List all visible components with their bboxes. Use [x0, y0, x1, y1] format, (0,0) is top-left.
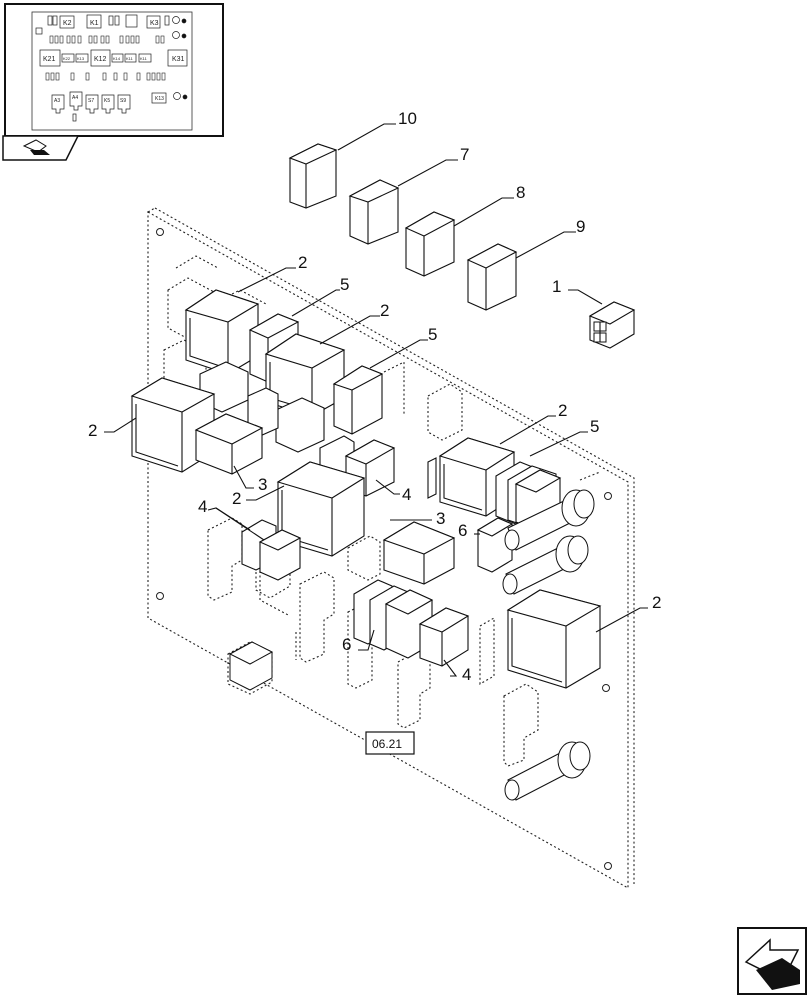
thumbnail-tab-icon[interactable]	[22, 139, 50, 155]
thumbnail-row-3	[39, 49, 188, 67]
thumbnail-row-1	[35, 14, 187, 39]
thumb-bottom-6: K13	[155, 96, 164, 102]
thumbnail-panel[interactable]: K2 K1 K3 K21 K12 K31 K22 K13 K14 K11	[2, 3, 224, 161]
relay-5-middle[interactable]	[332, 365, 384, 435]
reference-box[interactable]: 06.21	[365, 731, 415, 755]
relay-6-right[interactable]	[476, 517, 514, 573]
callout-9[interactable]: 9	[576, 217, 585, 236]
part-8-relay[interactable]	[404, 211, 456, 277]
callout-4-middle[interactable]: 4	[402, 485, 411, 504]
stud-bottom[interactable]	[504, 741, 591, 801]
thumb-tiny-4: K11	[126, 56, 134, 61]
thumbnail-row-5	[51, 91, 188, 122]
callout-3-center[interactable]: 3	[436, 509, 445, 528]
thumb-label-k3: K3	[150, 20, 159, 27]
thumb-label-k1: K1	[90, 20, 99, 27]
callouts: 10 7 8 9 1 2 5 2 5 2 2 5 3 2 4 4 3 6 6 4…	[88, 109, 661, 684]
callout-5-middle[interactable]: 5	[428, 325, 437, 344]
thumb-bottom-4: K5	[104, 98, 110, 104]
thumb-bottom-5: S9	[120, 98, 126, 104]
thumbnail-row-4	[45, 72, 166, 81]
callout-8[interactable]: 8	[516, 183, 525, 202]
callout-5-right[interactable]: 5	[590, 417, 599, 436]
callout-4-lower[interactable]: 4	[462, 665, 471, 684]
relay-4-left-pair[interactable]	[241, 519, 302, 581]
callout-7[interactable]: 7	[460, 145, 469, 164]
stud-lower[interactable]	[502, 535, 589, 595]
callout-6-right[interactable]: 6	[458, 521, 467, 540]
stud-upper[interactable]	[504, 489, 595, 551]
mounting-plate	[147, 207, 635, 889]
thumb-bottom-3: S7	[88, 98, 94, 104]
relay-2-center[interactable]	[276, 461, 366, 557]
relay-2-upper[interactable]	[184, 289, 260, 375]
callout-3-left[interactable]: 3	[258, 475, 267, 494]
part-9-relay[interactable]	[466, 243, 518, 311]
thumb-tiny-2: K13	[77, 56, 85, 61]
callout-1[interactable]: 1	[552, 277, 561, 296]
reference-code[interactable]: 06.21	[372, 737, 402, 751]
part-7-relay[interactable]	[348, 179, 400, 245]
part-10-relay[interactable]	[288, 143, 338, 209]
callout-2-left[interactable]: 2	[88, 421, 97, 440]
callout-6-lower[interactable]: 6	[342, 635, 351, 654]
leader-lines	[104, 123, 648, 677]
relay-3-center[interactable]	[382, 521, 456, 585]
thumb-label-k12: K12	[94, 56, 107, 63]
callout-5-upper[interactable]: 5	[340, 275, 349, 294]
callout-2-center[interactable]: 2	[232, 489, 241, 508]
thumb-bottom-1: A3	[54, 98, 60, 104]
thumb-tiny-5: K11	[140, 56, 148, 61]
thumbnail-row-2	[49, 35, 165, 44]
thumb-label-k21: K21	[43, 56, 56, 63]
relay-3-left[interactable]	[194, 413, 264, 475]
thumb-bottom-2: A4	[72, 95, 78, 101]
relay-2-left[interactable]	[130, 377, 216, 473]
callout-10[interactable]: 10	[398, 109, 417, 128]
thumb-label-k31: K31	[172, 56, 185, 63]
callout-2-right[interactable]: 2	[558, 401, 567, 420]
callout-2-middle[interactable]: 2	[380, 301, 389, 320]
relay-4-lower[interactable]	[418, 607, 470, 667]
forward-arrow-page-icon[interactable]	[737, 927, 807, 995]
part-1-connector[interactable]	[588, 301, 636, 349]
callout-4-left[interactable]: 4	[198, 497, 207, 516]
thumb-label-k2: K2	[63, 20, 72, 27]
relay-6-lower-cluster[interactable]	[353, 579, 434, 659]
callout-2-lower-right[interactable]: 2	[652, 593, 661, 612]
thumb-tiny-3: K14	[113, 56, 121, 61]
thumb-tiny-1: K22	[63, 56, 71, 61]
relay-2-lower-right[interactable]	[506, 589, 602, 689]
callout-2-upper[interactable]: 2	[298, 253, 307, 272]
